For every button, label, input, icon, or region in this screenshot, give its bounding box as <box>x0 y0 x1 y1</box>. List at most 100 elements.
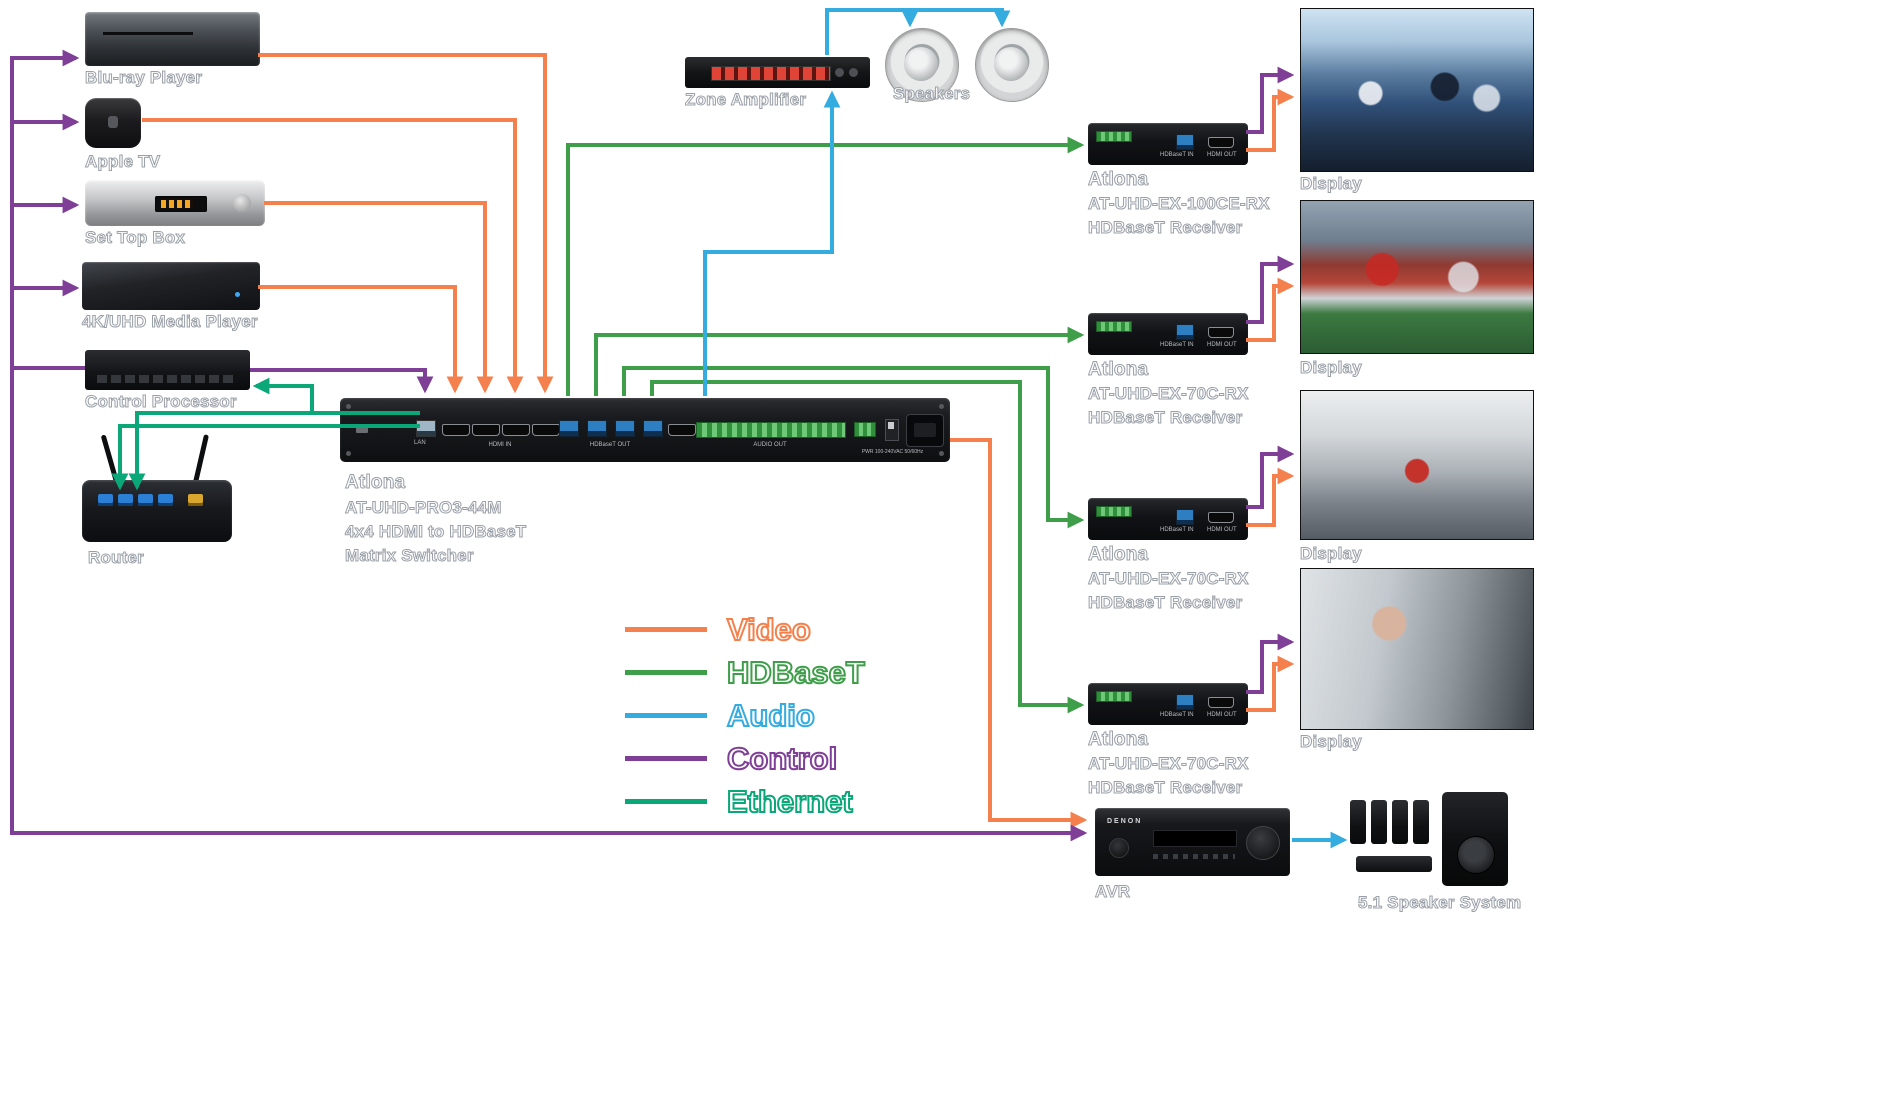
hdmi-out-label: HDMI OUT <box>1207 342 1237 348</box>
satellite-speaker <box>1392 800 1408 844</box>
hdbaset-line-swatch <box>625 670 707 675</box>
receiver4-brand: Atlona <box>1087 729 1149 751</box>
hdbaset-out-port <box>615 420 635 437</box>
hdmi-out-label: HDMI OUT <box>1207 152 1237 158</box>
display3-label: Display <box>1300 544 1363 564</box>
legend-hdbaset-label: HDBaseT <box>726 654 866 691</box>
subwoofer <box>1442 792 1508 886</box>
avr-image: DENON <box>1095 808 1290 876</box>
legend-video-label: Video <box>726 611 812 648</box>
receiver3-model: AT-UHD-EX-70C-RX <box>1088 569 1249 589</box>
hdmi-in-port <box>532 424 560 436</box>
ir-terminal-block <box>854 422 876 437</box>
matrix-desc-line1: 4x4 HDMI to HDBaseT <box>344 522 527 542</box>
media-player-image <box>82 262 260 310</box>
hdbaset-receiver-image: HDBaseT IN HDMI OUT <box>1088 313 1248 355</box>
audio-terminal-block <box>696 422 846 438</box>
set-top-box-image <box>85 180 265 226</box>
power-rating-label: PWR 100-240VAC 50/60Hz <box>861 449 924 455</box>
hdbaset-in-label: HDBaseT IN <box>1160 152 1194 158</box>
hdmi-out-label: HDMI OUT <box>1207 527 1237 533</box>
bluray-player-label: Blu-ray Player <box>84 68 203 88</box>
control-line-swatch <box>625 756 707 761</box>
speaker-system-label: 5.1 Speaker System <box>1357 893 1522 913</box>
rs232-terminal <box>1096 506 1132 517</box>
rs232-terminal <box>1096 131 1132 142</box>
speaker-cone <box>904 47 938 81</box>
center-speaker <box>1356 856 1432 872</box>
hdmi-in-port <box>502 424 530 436</box>
receiver4-type: HDBaseT Receiver <box>1087 778 1243 798</box>
bluray-player-image <box>85 12 1421 66</box>
audio-out-label: AUDIO OUT <box>753 442 787 448</box>
satellite-speaker <box>1413 800 1429 844</box>
receiver1-brand: Atlona <box>1087 169 1149 191</box>
hdbaset-in-label: HDBaseT IN <box>1160 342 1194 348</box>
apple-tv-image <box>85 98 141 148</box>
satellite-speaker <box>1350 800 1366 844</box>
hdmi-out-label: HDMI OUT <box>1207 712 1237 718</box>
satellite-speaker <box>1371 800 1387 844</box>
hdmi-in-port <box>442 424 470 436</box>
lan-port <box>118 494 133 506</box>
hdmi-out-port <box>668 424 696 436</box>
display1-label: Display <box>1300 174 1363 194</box>
power-inlet <box>906 414 944 447</box>
hdmi-out-port <box>1208 137 1234 148</box>
hdbaset-receiver-image: HDBaseT IN HDMI OUT <box>1088 123 1248 165</box>
display4-label: Display <box>1300 732 1363 752</box>
zone-amplifier-label: Zone Amplifier <box>684 90 807 110</box>
hdbaset-receiver-image: HDBaseT IN HDMI OUT <box>1088 498 1248 540</box>
avr-input-knob <box>1109 838 1129 858</box>
power-switch <box>885 419 899 441</box>
amplifier-level-lights <box>711 66 831 81</box>
display-image-racing <box>1300 390 1534 540</box>
receiver4-model: AT-UHD-EX-70C-RX <box>1088 754 1249 774</box>
video-line-swatch <box>625 627 707 632</box>
display-image-robot <box>1300 568 1534 730</box>
receiver1-type: HDBaseT Receiver <box>1087 218 1243 238</box>
hdbaset-out-port <box>643 420 663 437</box>
hdbaset-in-port <box>1176 324 1194 340</box>
hdbaset-in-label: HDBaseT IN <box>1160 527 1194 533</box>
speaker-cone <box>994 47 1028 81</box>
lan-port <box>158 494 173 506</box>
avr-brand-logo: DENON <box>1107 818 1143 825</box>
receiver2-type: HDBaseT Receiver <box>1087 408 1243 428</box>
usb-fw-port <box>356 426 368 433</box>
router-image <box>82 432 232 547</box>
avr-label: AVR <box>1094 882 1131 902</box>
control-processor-image <box>85 350 250 390</box>
hdbaset-out-label: HDBaseT OUT <box>589 442 631 448</box>
avr-display <box>1153 830 1237 847</box>
router-label: Router <box>88 548 145 568</box>
hdbaset-out-port <box>559 420 579 437</box>
apple-tv-label: Apple TV <box>84 152 161 172</box>
media-player-label: 4K/UHD Media Player <box>82 312 259 332</box>
power-led <box>235 292 240 297</box>
control-processor-ports <box>97 375 237 383</box>
lan-port <box>138 494 153 506</box>
receiver3-brand: Atlona <box>1087 544 1149 566</box>
disc-tray <box>103 32 193 35</box>
hdmi-in-port <box>472 424 500 436</box>
display2-label: Display <box>1300 358 1363 378</box>
legend-control-label: Control <box>726 740 838 777</box>
hdbaset-in-port <box>1176 134 1194 150</box>
receiver3-type: HDBaseT Receiver <box>1087 593 1243 613</box>
matrix-desc-line2: Matrix Switcher <box>345 546 474 566</box>
subwoofer-cone <box>1457 836 1495 874</box>
rs232-terminal <box>1096 691 1132 702</box>
receiver1-model: AT-UHD-EX-100CE-RX <box>1088 194 1271 214</box>
matrix-switcher-image: LAN HDMI IN HDBaseT OUT AUDIO OUT PWR 10… <box>340 398 950 462</box>
display-image-soccer <box>1300 200 1534 354</box>
amp-knob <box>849 68 858 77</box>
hdbaset-out-port <box>587 420 607 437</box>
receiver2-model: AT-UHD-EX-70C-RX <box>1088 384 1249 404</box>
rs232-terminal <box>1096 321 1132 332</box>
wan-port <box>188 494 203 506</box>
stb-knob <box>233 194 251 212</box>
lan-port <box>98 494 113 506</box>
speaker-system-image <box>1350 772 1510 892</box>
